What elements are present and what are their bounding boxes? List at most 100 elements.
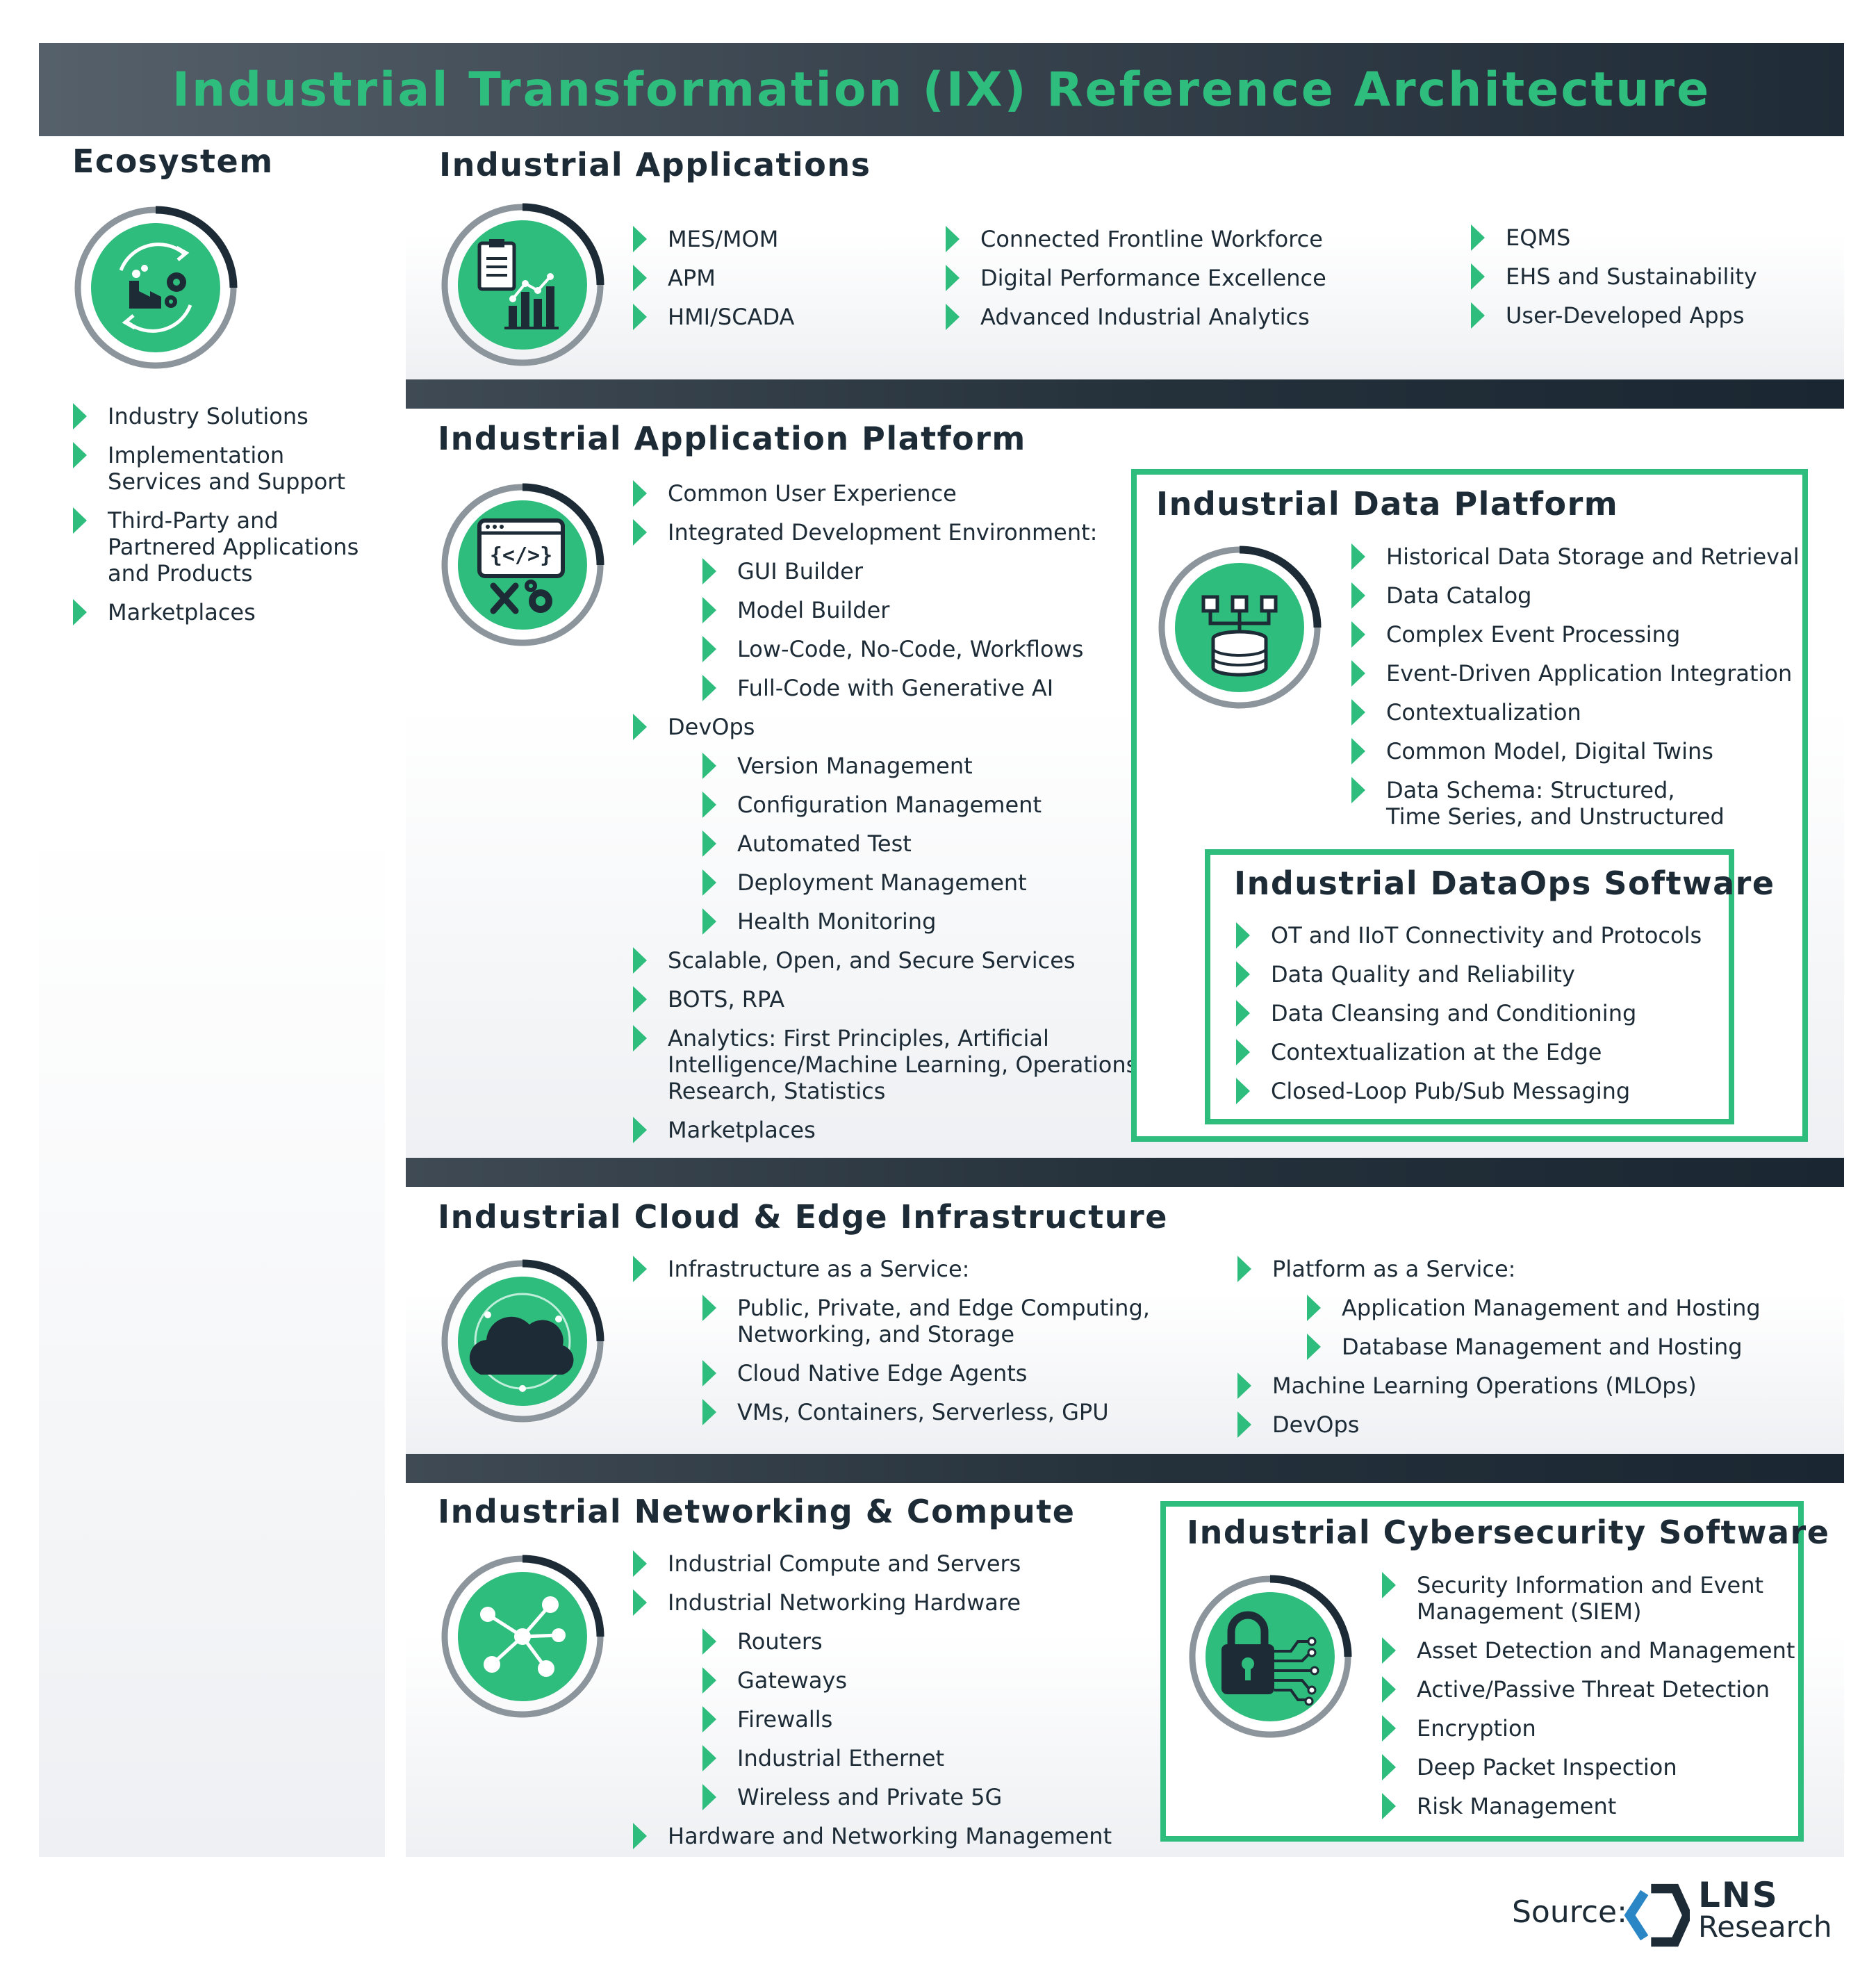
list-item: Risk Management xyxy=(1381,1793,1795,1819)
cloud-edge-heading: Industrial Cloud & Edge Infrastructure xyxy=(438,1198,1168,1236)
list-item: Data Schema: Structured,Time Series, and… xyxy=(1351,777,1800,830)
applications-col-3: EQMS EHS and Sustainability User-Develop… xyxy=(1470,224,1757,329)
list-item: Data Catalog xyxy=(1351,582,1800,609)
list-item: Contextualization xyxy=(1351,699,1800,726)
source-label: Source: xyxy=(1512,1894,1627,1930)
list-item: Data Quality and Reliability xyxy=(1235,961,1702,988)
list-item: Gateways xyxy=(632,1667,1112,1694)
application-platform-heading: Industrial Application Platform xyxy=(438,420,1026,457)
cloud-edge-panel xyxy=(406,1187,1844,1454)
section-divider xyxy=(406,379,1844,409)
list-item: EQMS xyxy=(1470,224,1757,251)
list-item: Data Cleansing and Conditioning xyxy=(1235,1000,1702,1026)
industrial-applications-panel xyxy=(406,136,1844,379)
networking-heading: Industrial Networking & Compute xyxy=(438,1493,1076,1530)
applications-col-1: MES/MOM APM HMI/SCADA xyxy=(632,226,794,330)
list-item: Integrated Development Environment: xyxy=(632,519,1137,546)
list-item: Model Builder xyxy=(632,597,1137,623)
list-item: Deep Packet Inspection xyxy=(1381,1754,1795,1780)
list-item: Full-Code with Generative AI xyxy=(632,675,1137,701)
list-item: VMs, Containers, Serverless, GPU xyxy=(632,1399,1150,1425)
list-item: Application Management and Hosting xyxy=(1237,1295,1761,1321)
industrial-applications-heading: Industrial Applications xyxy=(439,146,871,183)
list-item: Closed-Loop Pub/Sub Messaging xyxy=(1235,1078,1702,1104)
list-item: Industrial Networking Hardware xyxy=(632,1589,1112,1616)
page-title: Industrial Transformation (IX) Reference… xyxy=(172,62,1711,117)
clipboard-chart-icon xyxy=(441,203,604,366)
application-platform-list: Common User Experience Integrated Develo… xyxy=(632,480,1137,1143)
list-item: MES/MOM xyxy=(632,226,794,252)
cloud-icon xyxy=(441,1259,604,1423)
section-divider xyxy=(406,1158,1844,1187)
list-item: Scalable, Open, and Secure Services xyxy=(632,947,1137,974)
dataops-list: OT and IIoT Connectivity and Protocols D… xyxy=(1235,922,1702,1104)
data-platform-list: Historical Data Storage and Retrieval Da… xyxy=(1351,543,1800,830)
cybersecurity-heading: Industrial Cybersecurity Software xyxy=(1187,1514,1830,1551)
list-item: Configuration Management xyxy=(632,792,1137,818)
list-item: OT and IIoT Connectivity and Protocols xyxy=(1235,922,1702,949)
list-item: Machine Learning Operations (MLOps) xyxy=(1237,1373,1761,1399)
list-item: Health Monitoring xyxy=(632,908,1137,935)
list-item: Routers xyxy=(632,1628,1112,1655)
list-item: Cloud Native Edge Agents xyxy=(632,1360,1150,1386)
list-item: GUI Builder xyxy=(632,558,1137,584)
lns-logo-text: LNS Research xyxy=(1698,1875,1832,1943)
list-item: Common Model, Digital Twins xyxy=(1351,738,1800,764)
list-item: Low-Code, No-Code, Workflows xyxy=(632,636,1137,662)
list-item: DevOps xyxy=(1237,1411,1761,1438)
list-item: Historical Data Storage and Retrieval xyxy=(1351,543,1800,570)
ecosystem-panel xyxy=(39,136,385,1857)
list-item: Digital Performance Excellence xyxy=(945,265,1326,291)
list-item: Marketplaces xyxy=(632,1117,1137,1143)
data-platform-heading: Industrial Data Platform xyxy=(1156,485,1619,523)
svg-text:{</>}: {</>} xyxy=(490,543,552,568)
code-tools-icon: {</>} xyxy=(441,483,604,646)
list-item: Industrial Compute and Servers xyxy=(632,1550,1112,1577)
list-item: Platform as a Service: xyxy=(1237,1256,1761,1282)
list-item: EHS and Sustainability xyxy=(1470,263,1757,290)
list-item: HMI/SCADA xyxy=(632,304,794,330)
dataops-box xyxy=(1205,849,1734,1124)
cloud-edge-right-list: Platform as a Service: Application Manag… xyxy=(1237,1256,1761,1438)
logo-top: LNS xyxy=(1698,1875,1779,1915)
list-item: Asset Detection and Management xyxy=(1381,1637,1795,1664)
list-item: APM xyxy=(632,265,794,291)
applications-col-2: Connected Frontline Workforce Digital Pe… xyxy=(945,226,1326,330)
list-item: Automated Test xyxy=(632,830,1137,857)
lns-hexagon-logo-icon xyxy=(1624,1883,1690,1947)
list-item: Hardware and Networking Management xyxy=(632,1823,1112,1849)
list-item: Wireless and Private 5G xyxy=(632,1784,1112,1810)
cloud-edge-left-list: Infrastructure as a Service: Public, Pri… xyxy=(632,1256,1150,1425)
network-hub-icon xyxy=(441,1555,604,1718)
list-item: Encryption xyxy=(1381,1715,1795,1742)
list-item: Deployment Management xyxy=(632,869,1137,896)
networking-list: Industrial Compute and Servers Industria… xyxy=(632,1550,1112,1849)
dataops-heading: Industrial DataOps Software xyxy=(1234,865,1775,902)
list-item: Active/Passive Threat Detection xyxy=(1381,1676,1795,1703)
list-item: Industrial Ethernet xyxy=(632,1745,1112,1771)
list-item: Public, Private, and Edge Computing,Netw… xyxy=(632,1295,1150,1347)
ecosystem-heading: Ecosystem xyxy=(72,142,274,180)
list-item: Firewalls xyxy=(632,1706,1112,1732)
padlock-circuit-icon xyxy=(1189,1575,1352,1738)
list-item: Event-Driven Application Integration xyxy=(1351,660,1800,687)
list-item: Contextualization at the Edge xyxy=(1235,1039,1702,1065)
list-item: Version Management xyxy=(632,753,1137,779)
list-item: Common User Experience xyxy=(632,480,1137,507)
section-divider xyxy=(406,1454,1844,1483)
list-item: Complex Event Processing xyxy=(1351,621,1800,648)
list-item: BOTS, RPA xyxy=(632,986,1137,1013)
list-item: DevOps xyxy=(632,714,1137,740)
list-item: Connected Frontline Workforce xyxy=(945,226,1326,252)
list-item: Advanced Industrial Analytics xyxy=(945,304,1326,330)
factory-gear-cycle-icon xyxy=(74,206,238,369)
database-network-icon xyxy=(1158,546,1322,709)
list-item: Marketplaces xyxy=(72,599,359,625)
list-item: Infrastructure as a Service: xyxy=(632,1256,1150,1282)
